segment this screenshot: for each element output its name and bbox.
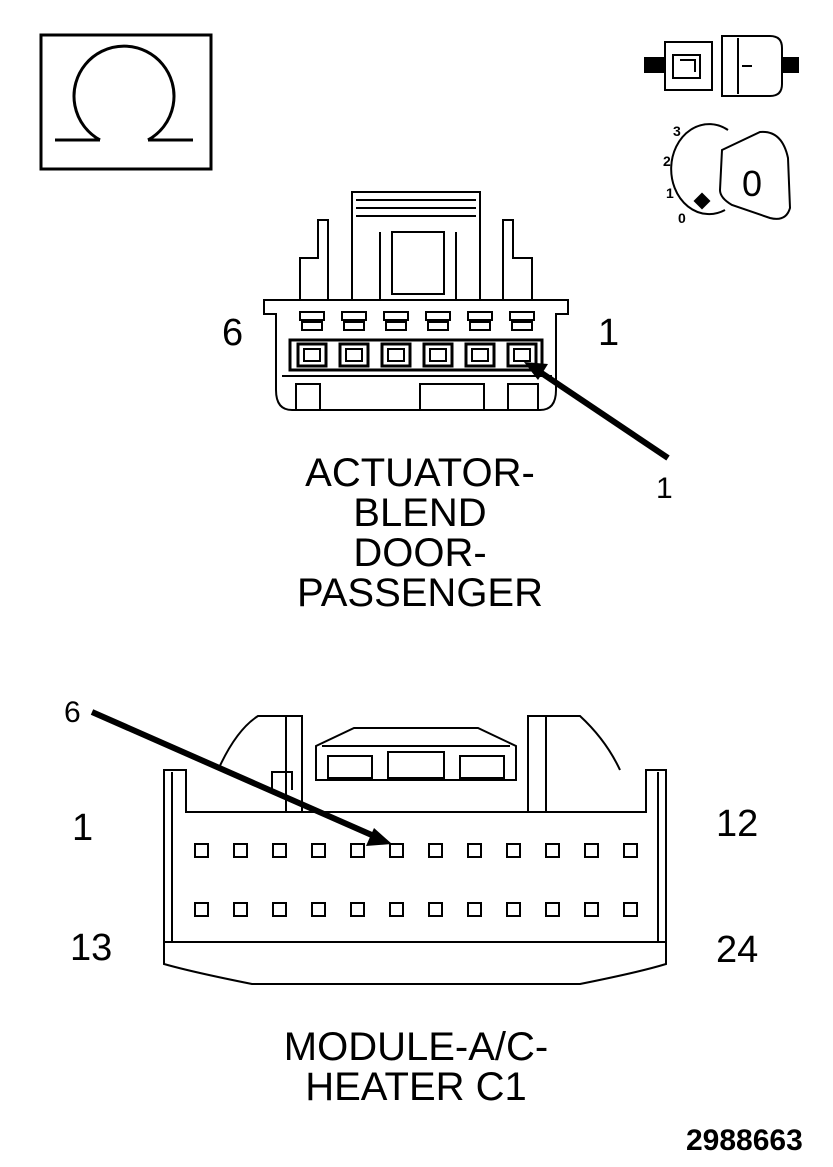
cavity <box>545 843 560 858</box>
connector2-cavities-row1 <box>194 843 638 858</box>
connector2-pin-top-right-label: 12 <box>716 803 758 845</box>
cavity <box>233 843 248 858</box>
cavity <box>506 843 521 858</box>
ohm-icon <box>39 33 213 171</box>
ignition-pos-1: 1 <box>666 185 674 201</box>
cavity <box>623 843 638 858</box>
cavity <box>428 902 443 917</box>
ignition-pos-0: 0 <box>678 210 686 226</box>
connector2-cavities-row2 <box>194 902 638 917</box>
cavity <box>350 843 365 858</box>
cavity <box>272 902 287 917</box>
cavity <box>584 843 599 858</box>
connector1-title-line: BLEND <box>353 491 486 535</box>
connector1-title: ACTUATOR- BLEND DOOR- PASSENGER <box>297 451 543 615</box>
cavity <box>311 843 326 858</box>
connector1-pin-right-label: 1 <box>598 312 619 354</box>
connector1-pin-left-label: 6 <box>222 312 243 354</box>
cavity <box>623 902 638 917</box>
terminal <box>338 311 370 368</box>
connector2-callout-arrow <box>90 709 392 846</box>
cavity <box>272 843 287 858</box>
terminal <box>464 311 496 368</box>
cavity <box>389 902 404 917</box>
ignition-pos-2: 2 <box>663 153 671 169</box>
cavity <box>428 843 443 858</box>
terminal <box>380 311 412 368</box>
cavity <box>311 902 326 917</box>
terminal <box>422 311 454 368</box>
connector-disconnected-icon <box>644 35 799 97</box>
cavity <box>545 902 560 917</box>
cavity <box>350 902 365 917</box>
cavity <box>467 902 482 917</box>
connector2-title-line: MODULE-A/C- <box>284 1025 548 1069</box>
cavity <box>506 902 521 917</box>
connector1-title-line: DOOR- <box>353 531 486 575</box>
terminal <box>296 311 328 368</box>
cavity <box>389 843 404 858</box>
cavity <box>233 902 248 917</box>
connector1-terminals <box>296 311 538 368</box>
connector2-pin-top-left-label: 1 <box>72 807 93 849</box>
connector2-title-line: HEATER C1 <box>305 1065 527 1109</box>
ignition-pos-3: 3 <box>673 123 681 139</box>
connector1-title-line: ACTUATOR- <box>305 451 535 495</box>
cavity <box>194 843 209 858</box>
cavity <box>194 902 209 917</box>
figure-number: 2988663 <box>686 1124 803 1157</box>
connector2-callout-label: 6 <box>64 696 81 729</box>
connector1-title-line: PASSENGER <box>297 571 543 615</box>
connector2-pin-bottom-right-label: 24 <box>716 929 758 971</box>
connector1-callout-label: 1 <box>656 472 673 505</box>
ignition-key-label: 0 <box>742 163 762 204</box>
connector1-drawing <box>263 191 569 411</box>
cavity <box>467 843 482 858</box>
connector1-callout-arrow <box>524 362 670 461</box>
terminal <box>506 311 538 368</box>
ignition-key-icon: 0 3 2 1 0 <box>663 123 792 226</box>
connector2-title: MODULE-A/C- HEATER C1 <box>284 1025 548 1109</box>
connector2-pin-bottom-left-label: 13 <box>70 927 112 969</box>
cavity <box>584 902 599 917</box>
